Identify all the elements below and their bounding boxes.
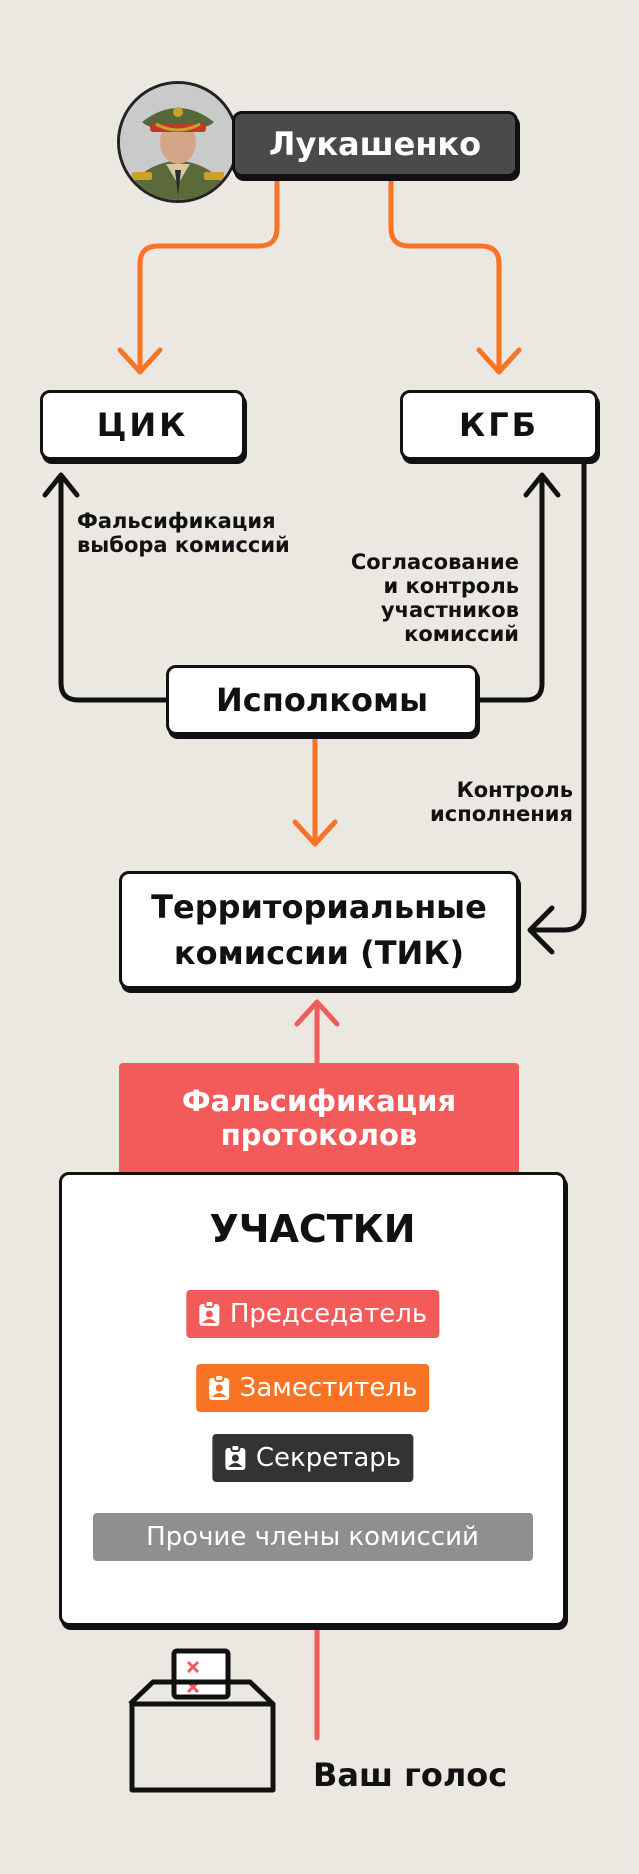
- leader-portrait-icon: [120, 84, 236, 200]
- node-tik-line1: Территориальные: [151, 888, 487, 926]
- arrow-ispolkomy-to-cik: [58, 475, 169, 703]
- id-badge-icon: [224, 1445, 245, 1470]
- label-approval-control: Согласование и контроль участников комис…: [350, 550, 519, 646]
- arrowhead-ispolkomy-cik: [42, 472, 80, 498]
- node-ispolkomy: Исполкомы: [166, 665, 478, 735]
- node-tik: Территориальные комиссии (ТИК): [119, 871, 519, 989]
- precinct-box: УЧАСТКИ Председатель Заместитель Секрета…: [59, 1172, 566, 1626]
- role-chairman: Председатель: [185, 1290, 440, 1338]
- node-tik-line2: комиссии (ТИК): [173, 934, 465, 972]
- arrow-leader-to-cik: [137, 175, 280, 373]
- falsification-protocols: Фальсификация протоколов: [119, 1063, 519, 1173]
- leader-name: Лукашенко: [232, 111, 518, 177]
- avatar: [117, 81, 239, 203]
- arrowhead-ispolkomy-kgb: [523, 472, 561, 498]
- arrowhead-falsification-tik: [294, 999, 340, 1027]
- label-execution-control: Контроль исполнения: [430, 778, 573, 826]
- ballot-box-icon: [128, 1648, 276, 1793]
- arrow-kgb-to-tik: [529, 457, 587, 933]
- precinct-title: УЧАСТКИ: [209, 1207, 416, 1251]
- id-badge-icon: [198, 1301, 219, 1326]
- vote-label: Ваш голос: [313, 1756, 508, 1794]
- id-badge-icon: [208, 1375, 229, 1400]
- arrowhead-tik: [292, 819, 338, 847]
- arrowhead-kgb-tik: [527, 905, 555, 955]
- arrow-leader-to-kgb: [388, 175, 502, 373]
- role-other-members: Прочие члены комиссий: [92, 1513, 533, 1561]
- role-secretary: Секретарь: [211, 1434, 414, 1482]
- node-cik: ЦИК: [40, 390, 245, 460]
- label-falsification-commissions: Фальсификация выбора комиссий: [77, 509, 290, 557]
- arrowhead-cik: [117, 347, 163, 375]
- arrowhead-kgb: [476, 347, 522, 375]
- node-kgb: КГБ: [400, 390, 598, 460]
- page-edge: [623, 0, 639, 1874]
- role-deputy: Заместитель: [195, 1364, 430, 1412]
- arrow-ispolkomy-to-kgb: [475, 475, 545, 703]
